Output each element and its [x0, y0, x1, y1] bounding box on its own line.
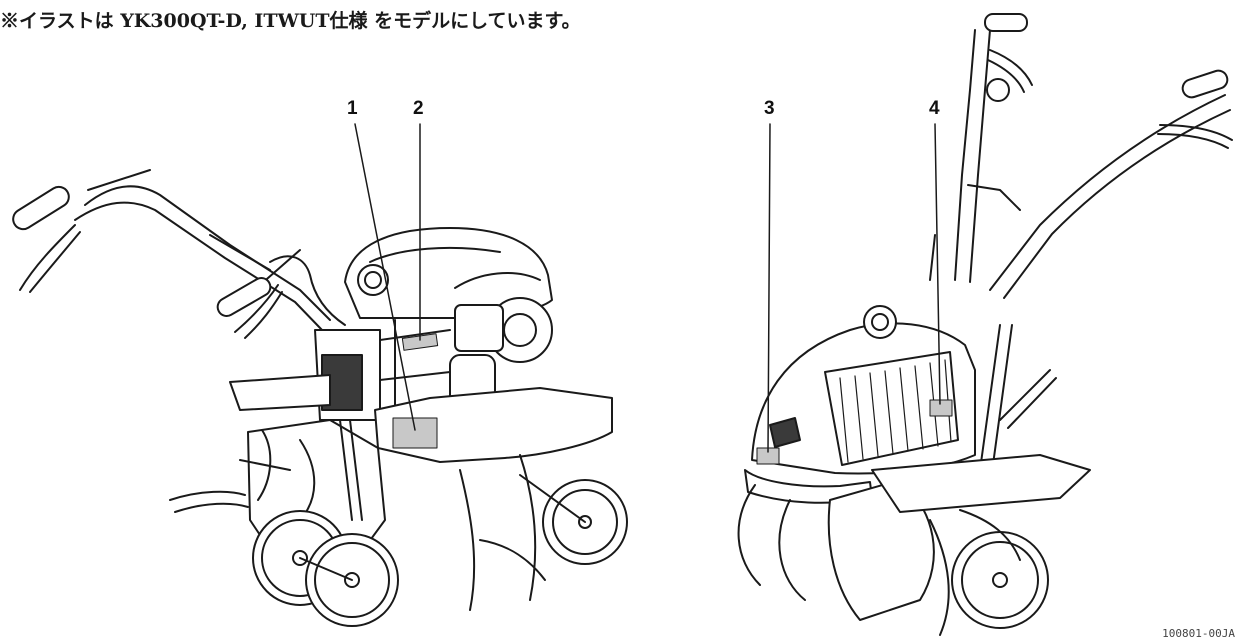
stand-bar [169, 490, 249, 513]
grip-right [216, 277, 272, 317]
leader-line-1 [354, 123, 416, 431]
engine-frame [379, 319, 451, 421]
front-wheel-hub [292, 550, 308, 566]
fuel-cap-right [863, 305, 897, 339]
left-tiller-drawing [12, 123, 628, 627]
handlebar-left-tiller [74, 185, 331, 331]
label-plate-tiller-cover [392, 417, 438, 449]
transport-wheel-rim [961, 541, 1039, 619]
lever-left [19, 224, 81, 293]
front-axle [299, 557, 353, 581]
label-engine-grille [929, 399, 953, 417]
callout-number-3: 3 [764, 98, 775, 119]
fuel-cap-right-inner [871, 313, 889, 331]
rear-stand [979, 324, 1057, 473]
fuel-cap [357, 264, 389, 296]
leader-line-4 [934, 123, 941, 405]
transport-wheel-hub [992, 572, 1008, 588]
depth-bar [339, 419, 363, 521]
side-wheel-hub [578, 515, 592, 529]
side-wheel-rim [552, 489, 618, 555]
grip-top [984, 13, 1028, 32]
callout-number-2: 2 [413, 98, 424, 119]
label-engine-side [401, 333, 439, 351]
handle-brace [929, 184, 1021, 281]
leader-line-3 [767, 123, 771, 453]
fuel-cap-inner [364, 271, 382, 289]
caption: ※イラストは YK300QT-D, ITWUT仕様 をモデルにしています。 [0, 10, 581, 32]
air-cleaner [454, 304, 504, 352]
front-wheel2-hub [344, 572, 360, 588]
right-tiller-drawing [737, 13, 1233, 636]
grip-side [1181, 69, 1229, 99]
engine-grille [824, 351, 959, 466]
lever-top [987, 49, 1033, 93]
transport-wheel-outer [951, 531, 1049, 629]
fender-left [229, 374, 331, 411]
tines-rear [929, 509, 1021, 636]
wheel-arm [519, 474, 586, 523]
lever-side [1157, 124, 1233, 149]
callout-number-4: 4 [929, 98, 940, 119]
front-wheel2-rim [314, 542, 390, 618]
lever-right [234, 284, 283, 339]
rear-fender [871, 454, 1091, 513]
handle-lower [989, 94, 1231, 299]
callout-number-1: 1 [347, 98, 358, 119]
tines-right [459, 454, 546, 611]
front-emblem [769, 417, 801, 448]
throttle-cable [269, 255, 346, 326]
throttle-knob [986, 78, 1010, 102]
grip-left [12, 185, 70, 231]
handle-upper [954, 29, 991, 283]
figure-id: 100801-00JA [1162, 627, 1235, 640]
